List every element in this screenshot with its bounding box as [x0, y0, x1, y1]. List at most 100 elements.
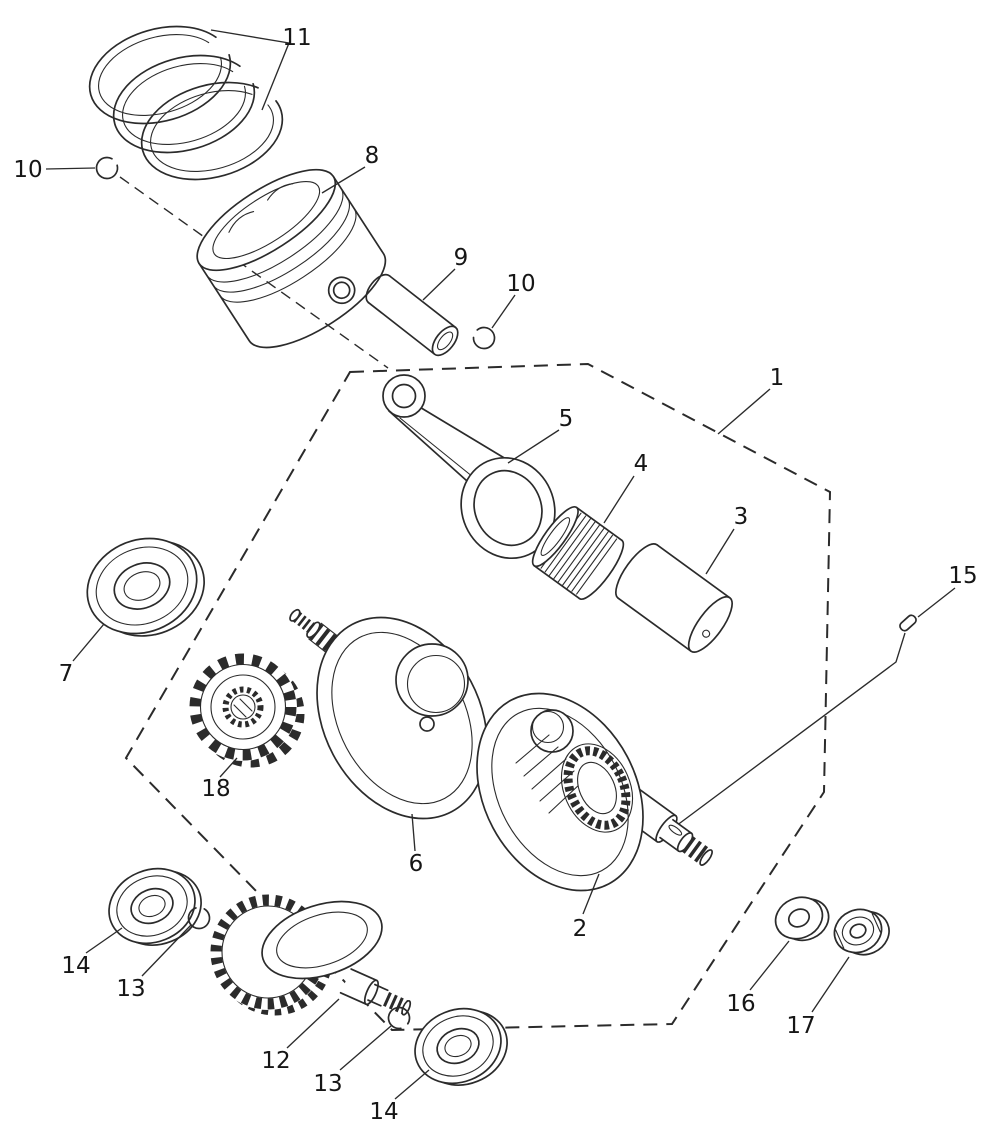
callout-14-bottom: 14 [369, 1069, 430, 1125]
callout-label: 10 [13, 157, 42, 183]
callout-label: 13 [313, 1071, 342, 1097]
crank-web-left [289, 608, 488, 820]
crank-pin [615, 543, 733, 653]
needle-bearing [531, 505, 625, 601]
callout-leader [422, 268, 456, 301]
callout-label: 11 [282, 25, 311, 51]
thread-band [292, 611, 316, 634]
primary-drive-gear [189, 653, 305, 768]
callout-13-left: 13 [116, 924, 192, 1002]
callout-leader [141, 924, 192, 977]
callout-leader [411, 813, 416, 852]
connecting-rod [382, 374, 556, 560]
callout-label: 12 [261, 1048, 290, 1074]
callout-16: 16 [726, 940, 790, 1017]
piston [196, 168, 387, 349]
rod-small-end [382, 374, 426, 418]
callout-17: 17 [786, 956, 850, 1039]
callout-15: 15 [917, 563, 978, 618]
spline-bore [222, 686, 264, 728]
callout-leader [72, 623, 105, 662]
callout-leader [717, 388, 771, 435]
callout-label: 14 [61, 953, 90, 979]
callout-4: 4 [603, 451, 649, 524]
callout-label: 4 [634, 451, 649, 477]
callout-10-top: 10 [13, 157, 96, 183]
piston-rings [88, 25, 284, 181]
assembly-boundary-dashed-box [124, 362, 832, 1032]
balancer-stub-shaft [339, 968, 412, 1016]
piston-ring-grooves [206, 187, 357, 303]
callout-label: 13 [116, 976, 145, 1002]
callout-label: 17 [786, 1013, 815, 1039]
washer [774, 896, 830, 942]
pin-axis-dashed-line [119, 176, 389, 369]
callout-leader [339, 1025, 392, 1071]
callout-label: 8 [365, 143, 380, 169]
callout-label: 5 [559, 406, 574, 432]
thread-band [681, 836, 711, 865]
callout-3: 3 [705, 504, 749, 575]
callout-1: 1 [717, 365, 785, 435]
callout-11: 11 [210, 25, 312, 111]
woodruff-key [675, 614, 917, 827]
oil-hole [702, 629, 711, 638]
bearing-14-bottom [402, 993, 520, 1101]
crank-pin-hole [395, 643, 469, 717]
callout-12: 12 [261, 998, 340, 1074]
callout-label: 2 [573, 916, 588, 942]
callout-8: 8 [321, 143, 380, 194]
callout-leader [321, 166, 366, 194]
callout-label: 15 [948, 563, 977, 589]
thread-band [383, 991, 409, 1015]
callout-label: 3 [734, 504, 749, 530]
callout-label: 18 [201, 776, 230, 802]
callout-7: 7 [59, 623, 105, 687]
piston-pin-bore [332, 281, 351, 300]
callout-leader [705, 528, 735, 575]
callout-leader [219, 757, 238, 778]
callout-label: 6 [409, 851, 424, 877]
bearing-14-left [96, 853, 214, 961]
keyway-slot [668, 824, 683, 836]
callout-label: 16 [726, 991, 755, 1017]
nut-facets [835, 913, 881, 949]
callout-label: 9 [454, 245, 469, 271]
callout-label: 1 [770, 365, 785, 391]
callout-leader [85, 927, 123, 954]
callout-6: 6 [409, 813, 424, 877]
callout-leader [582, 873, 600, 915]
gear-teeth [189, 653, 297, 761]
callout-label: 10 [506, 271, 535, 297]
callout-leader [210, 29, 290, 111]
callout-leader [45, 167, 96, 170]
balancer-weight-lobe [261, 900, 383, 980]
callout-leader [603, 475, 635, 524]
balancer-shaft [210, 894, 412, 1016]
callout-14-left: 14 [61, 927, 123, 979]
balance-hole [419, 716, 435, 732]
main-bearing-left [86, 537, 205, 637]
big-end-roller-bearing [560, 743, 634, 833]
section-hatch [515, 734, 582, 814]
callout-10-mid: 10 [491, 271, 536, 329]
callout-13-bottom: 13 [313, 1025, 392, 1097]
callout-leader [394, 1069, 430, 1100]
callout-18: 18 [201, 757, 238, 802]
callout-2: 2 [573, 873, 600, 942]
key-leader-to-keyway [675, 632, 906, 827]
callout-label: 14 [369, 1099, 398, 1125]
callout-leader [507, 429, 560, 464]
callout-5: 5 [507, 406, 574, 464]
piston-valve-reliefs [228, 183, 294, 233]
callout-leader [917, 587, 956, 618]
piston-pin-circlip-right [468, 322, 500, 354]
piston-pin-circlip-left [93, 154, 121, 182]
callout-leader [491, 294, 516, 329]
callout-leader [749, 940, 790, 991]
callout-9: 9 [422, 245, 469, 301]
rod-shank [388, 405, 507, 482]
diagram-root: 11 10 8 9 10 1 5 4 3 7 15 18 [13, 25, 978, 1125]
